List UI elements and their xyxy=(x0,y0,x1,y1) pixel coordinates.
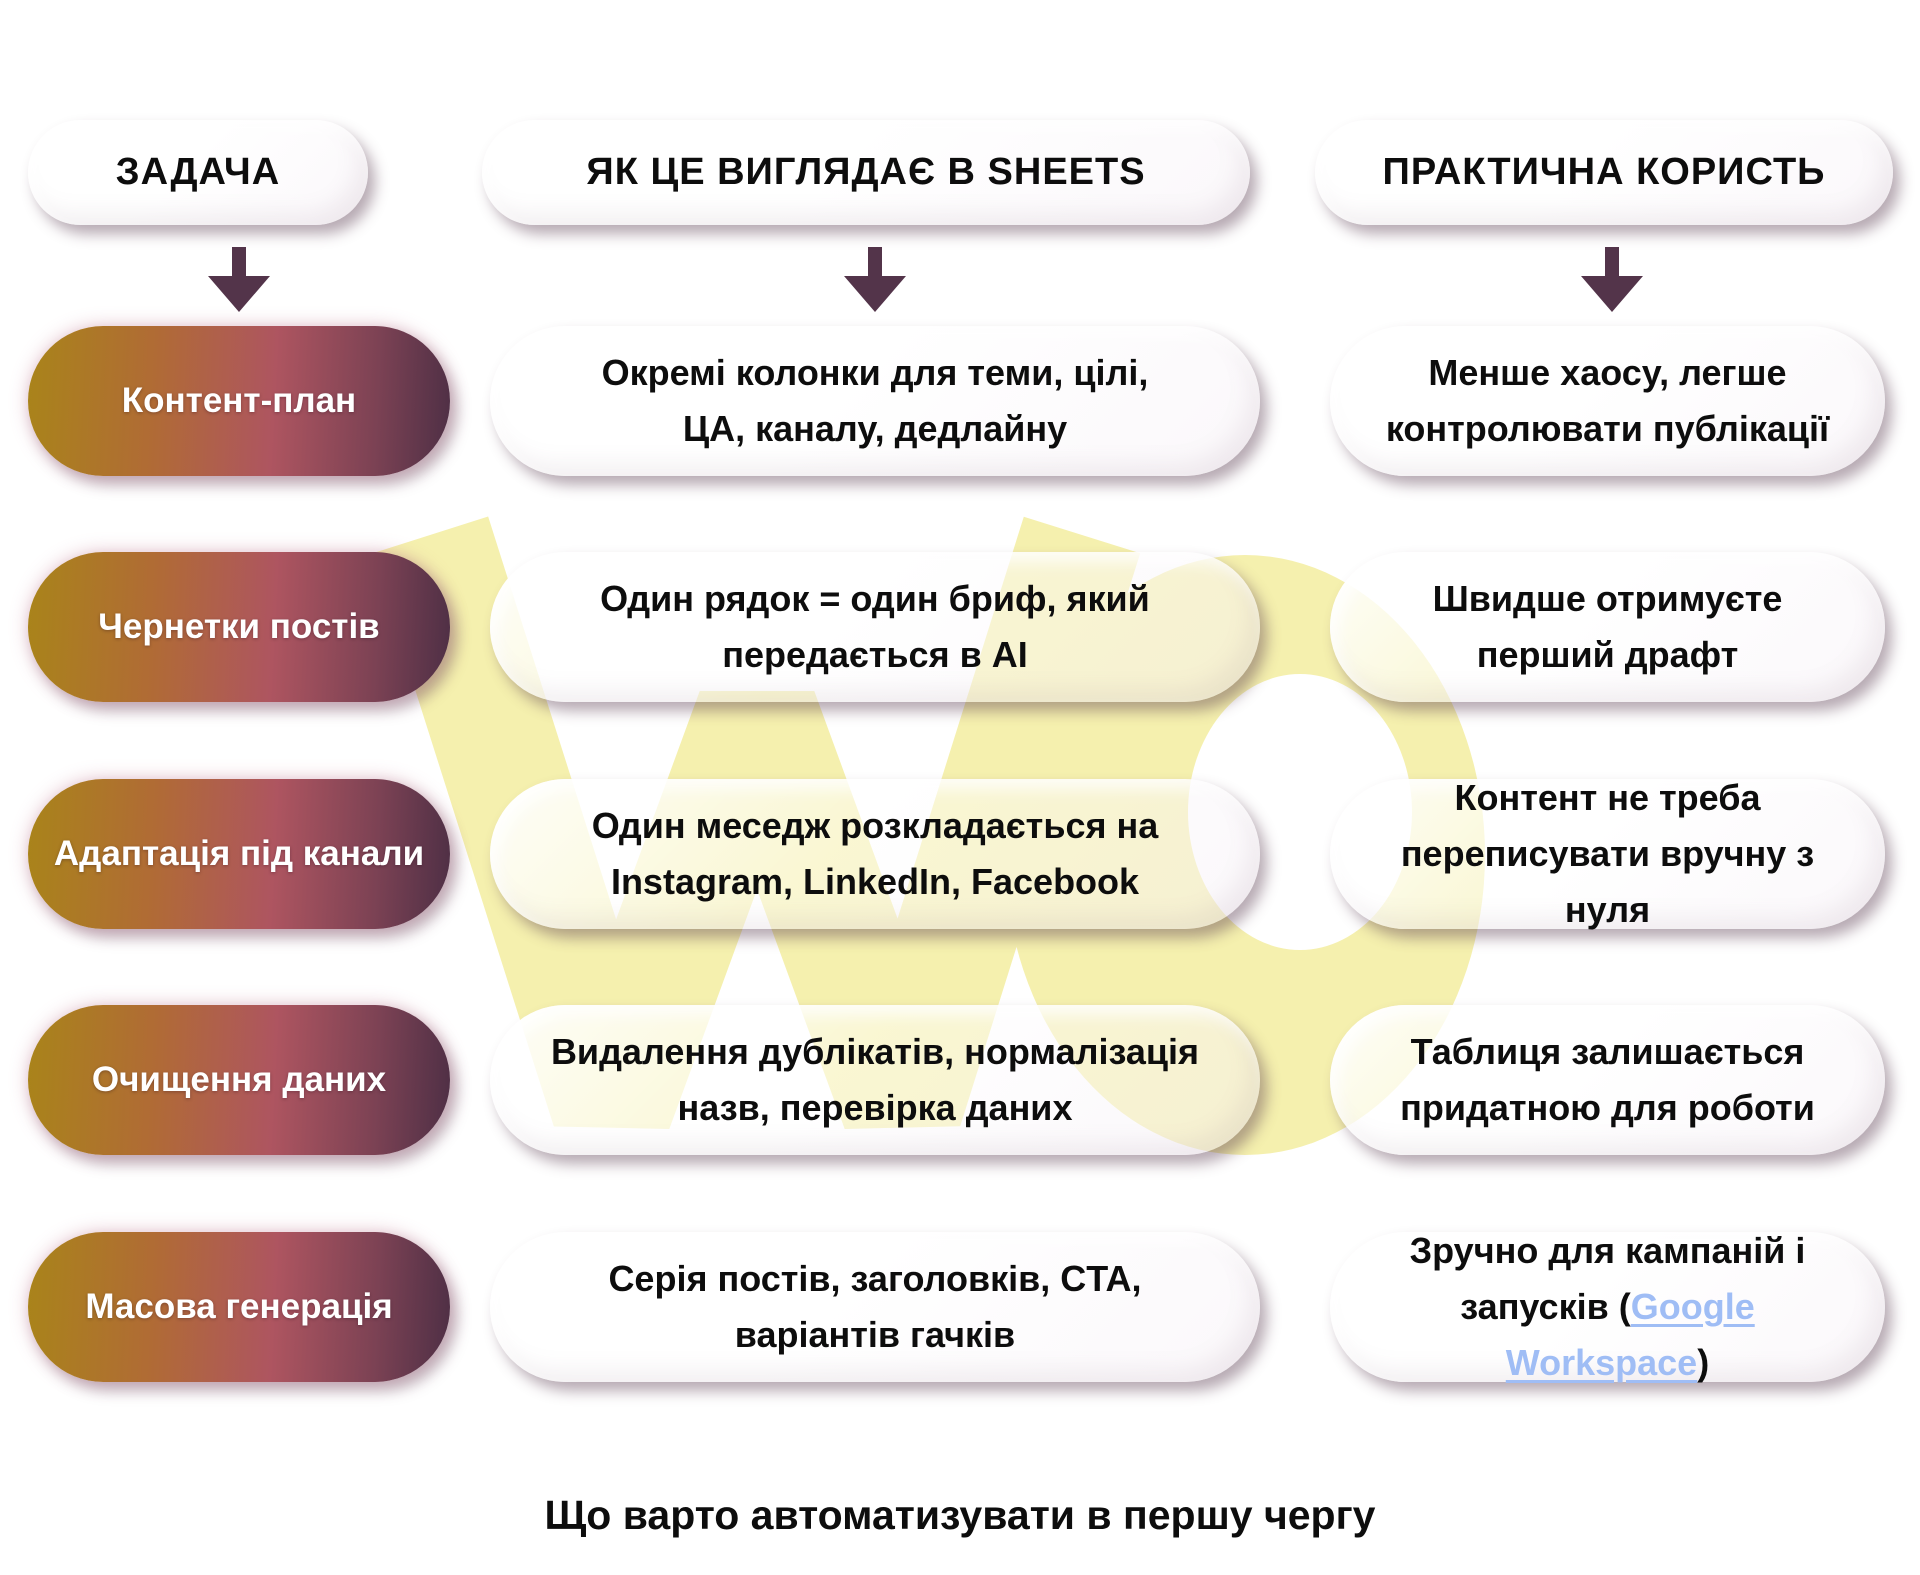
row5-benefit-text: Зручно для кампаній і запусків ( xyxy=(1409,1230,1806,1328)
arrow-down-icon xyxy=(207,247,271,312)
row2-benefit-pill: Швидше отримуєте перший драфт xyxy=(1330,552,1885,702)
row3-task-pill: Адаптація під канали xyxy=(28,779,450,929)
row1-benefit-pill: Менше хаосу, легше контролювати публікац… xyxy=(1330,326,1885,476)
header-task: ЗАДАЧА xyxy=(28,120,368,225)
header-sheets: ЯК ЦЕ ВИГЛЯДАЄ В SHEETS xyxy=(482,120,1250,225)
arrow-head xyxy=(1581,276,1643,312)
row2-sheets-pill: Один рядок = один бриф, який передається… xyxy=(490,552,1260,702)
arrow-stem xyxy=(1605,247,1619,276)
row3-benefit-text: Контент не треба переписувати вручну з н… xyxy=(1400,777,1815,930)
header-benefit: ПРАКТИЧНА КОРИСТЬ xyxy=(1315,120,1893,225)
row3-benefit-pill: Контент не треба переписувати вручну з н… xyxy=(1330,777,1885,930)
arrow-head xyxy=(844,276,906,312)
arrow-down-icon xyxy=(843,247,907,312)
google-workspace-link[interactable]: Google Workspace xyxy=(1505,1286,1755,1383)
row2-task-pill: Чернетки постів xyxy=(28,552,450,702)
row2-benefit-text: Швидше отримуєте перший драфт xyxy=(1432,578,1783,675)
row3-sheets-pill: Один меседж розкладається на Instagram, … xyxy=(490,779,1260,929)
row4-benefit-text: Таблиця залишається придатною для роботи xyxy=(1400,1031,1815,1128)
row5-benefit-pill: Зручно для кампаній і запусків (Google W… xyxy=(1330,1230,1885,1383)
arrow-stem xyxy=(868,247,882,276)
arrow-head xyxy=(208,276,270,312)
row5-task-pill: Масова генерація xyxy=(28,1232,450,1382)
row4-sheets-pill: Видалення дублікатів, нормалізація назв,… xyxy=(490,1005,1260,1155)
row1-benefit-text: Менше хаосу, легше контролювати публікац… xyxy=(1385,352,1830,449)
row4-task-pill: Очищення даних xyxy=(28,1005,450,1155)
arrow-down-icon xyxy=(1580,247,1644,312)
row4-benefit-pill: Таблиця залишається придатною для роботи xyxy=(1330,1005,1885,1155)
row5-sheets-pill: Серія постів, заголовків, CTA, варіантів… xyxy=(490,1232,1260,1382)
row1-task-pill: Контент-план xyxy=(28,326,450,476)
row1-sheets-pill: Окремі колонки для теми, цілі, ЦА, канал… xyxy=(490,326,1260,476)
caption: Що варто автоматизувати в першу чергу xyxy=(544,1492,1376,1538)
arrow-stem xyxy=(232,247,246,276)
row5-benefit-suffix: ) xyxy=(1697,1341,1710,1383)
